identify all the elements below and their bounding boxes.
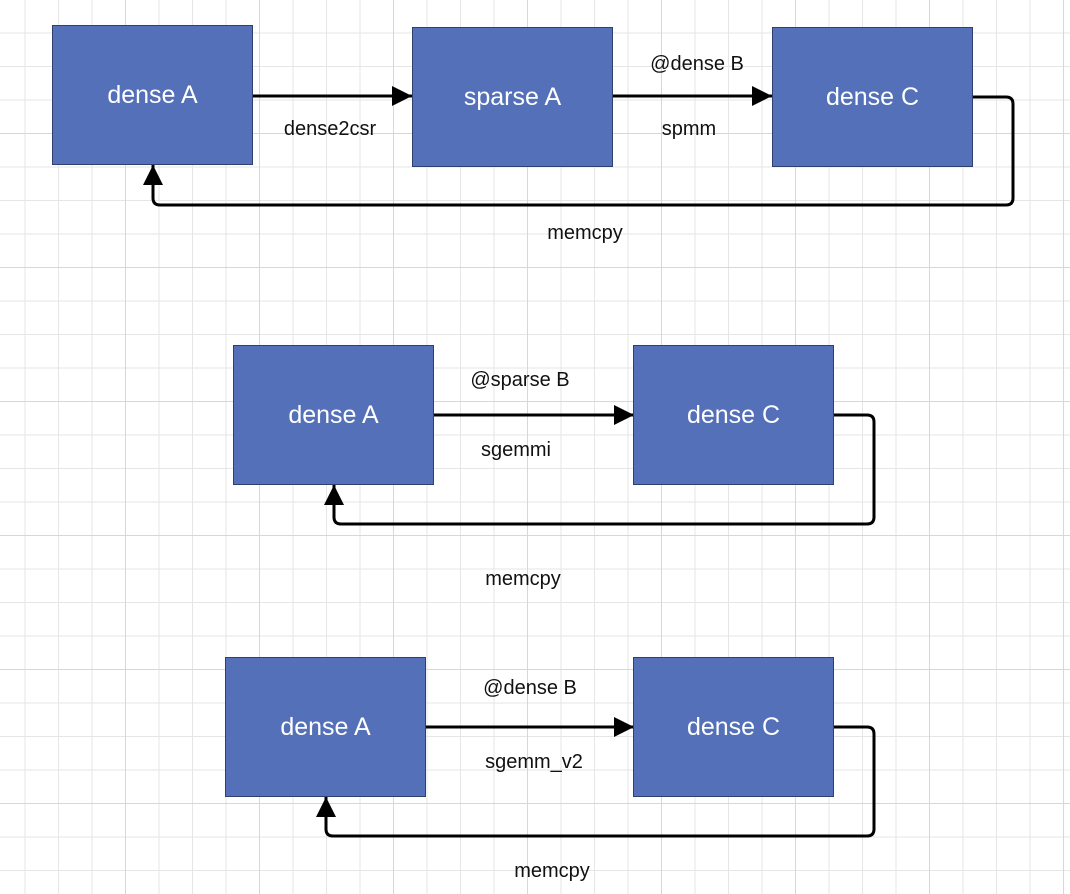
edge-label-dense-b-1: @dense B (650, 53, 744, 75)
edge-label-sgemmi: sgemmi (480, 439, 552, 461)
node-label: dense C (686, 712, 781, 741)
edge-label-spmm: spmm (661, 118, 717, 140)
edge-memcpy-return-arrow-1 (143, 95, 1015, 207)
edge-memcpy-return-arrow-2 (324, 413, 876, 526)
node-label: dense A (288, 400, 379, 429)
node-dense-a-1[interactable]: dense A (52, 25, 253, 165)
node-sparse-a-1[interactable]: sparse A (412, 27, 613, 167)
edge-label-sparse-b: @sparse B (470, 369, 570, 391)
node-dense-c-2[interactable]: dense C (633, 345, 834, 485)
edge-label-dense2csr: dense2csr (283, 118, 377, 140)
node-dense-c-3[interactable]: dense C (633, 657, 834, 797)
node-label: dense C (686, 400, 781, 429)
edge-memcpy-return-arrow-3 (316, 725, 876, 838)
node-dense-a-3[interactable]: dense A (225, 657, 426, 797)
node-dense-c-1[interactable]: dense C (772, 27, 973, 167)
node-label: dense C (825, 82, 920, 111)
edge-label-memcpy-2: memcpy (485, 568, 561, 590)
edge-label-sgemm-v2: sgemm_v2 (485, 751, 583, 773)
node-label: dense A (107, 80, 198, 109)
edge-label-memcpy-1: memcpy (547, 222, 623, 244)
node-dense-a-2[interactable]: dense A (233, 345, 434, 485)
node-label: dense A (280, 712, 371, 741)
node-label: sparse A (463, 82, 562, 111)
edge-label-dense-b-3: @dense B (483, 677, 577, 699)
edge-label-memcpy-3: memcpy (514, 860, 590, 882)
